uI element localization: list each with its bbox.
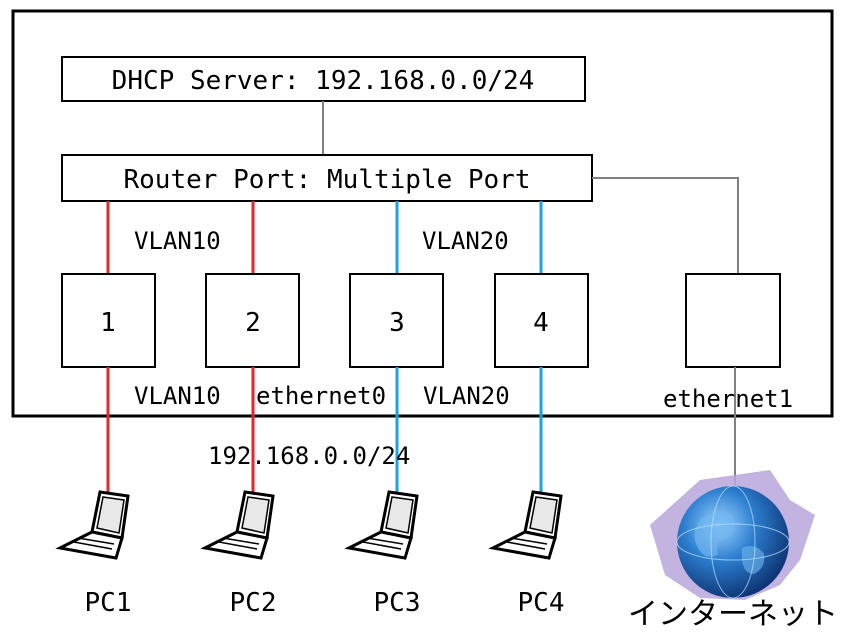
port-box-4: 4 [494, 273, 589, 368]
vlan-bottom-right-label: VLAN20 [423, 382, 510, 410]
uplink-line [592, 177, 739, 274]
vlan-top-right-label: VLAN20 [422, 227, 509, 255]
port-label: 2 [245, 308, 261, 338]
ethernet1-box [685, 273, 781, 368]
laptop-icon [200, 490, 275, 560]
dhcp-server-box: DHCP Server: 192.168.0.0/24 [61, 56, 586, 102]
dhcp-server-label: DHCP Server: 192.168.0.0/24 [112, 66, 535, 96]
ethernet1-label: ethernet1 [663, 385, 793, 413]
pc-label: PC4 [518, 588, 565, 618]
laptop-icon [55, 490, 130, 560]
pc-label: PC2 [230, 588, 277, 618]
ethernet0-label: ethernet0 [256, 382, 386, 410]
router-port-box: Router Port: Multiple Port [61, 154, 593, 202]
port-box-1: 1 [61, 273, 156, 368]
internet-label: インターネット [628, 597, 838, 632]
vlan-bottom-left-label: VLAN10 [134, 382, 221, 410]
laptop-icon [488, 490, 563, 560]
pc-label: PC3 [374, 588, 421, 618]
globe-icon [650, 470, 815, 600]
router-port-label: Router Port: Multiple Port [124, 165, 531, 195]
port-box-2: 2 [205, 273, 300, 368]
pc-label: PC1 [85, 588, 132, 618]
laptop-icon [344, 490, 419, 560]
port-label: 4 [533, 308, 549, 338]
vlan-top-left-label: VLAN10 [134, 227, 221, 255]
port-label: 1 [100, 308, 116, 338]
subnet-label: 192.168.0.0/24 [208, 442, 410, 470]
port-box-3: 3 [349, 273, 444, 368]
port-label: 3 [389, 308, 405, 338]
